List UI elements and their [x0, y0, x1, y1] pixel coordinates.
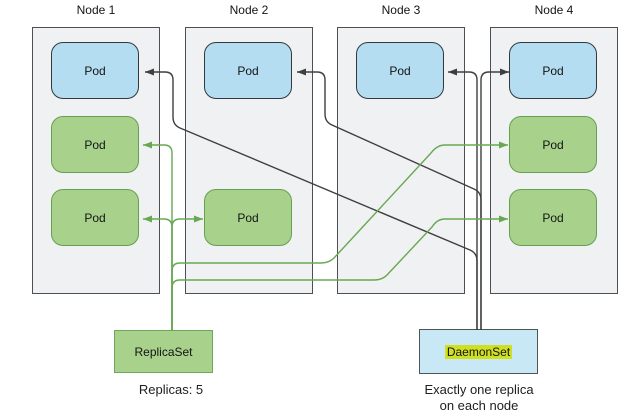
node1-daemonset-pod: Pod [51, 42, 139, 99]
daemonset-caption: Exactly one replica on each node [414, 382, 544, 414]
node3-daemonset-pod: Pod [356, 42, 444, 99]
node4-replica-pod-1: Pod [509, 116, 597, 173]
node2-daemonset-pod: Pod [204, 42, 292, 99]
replicaset-label: ReplicaSet [134, 344, 193, 359]
replicaset-caption: Replicas: 5 [138, 382, 204, 397]
node1-box: Pod Pod Pod [32, 27, 160, 294]
node1-replica-pod-2: Pod [51, 189, 139, 246]
node1-replica-pod-1: Pod [51, 116, 139, 173]
node2-box: Pod Pod [185, 27, 313, 294]
node1-label: Node 1 [76, 3, 116, 17]
node3-box: Pod [337, 27, 465, 294]
node4-box: Pod Pod Pod [490, 27, 618, 294]
node3-label: Node 3 [381, 3, 421, 17]
node4-daemonset-pod: Pod [509, 42, 597, 99]
daemonset-label: DaemonSet [444, 344, 513, 359]
daemonset-caption-line2: on each node [439, 398, 519, 413]
daemonset-caption-line1: Exactly one replica [424, 382, 534, 397]
replicaset-box: ReplicaSet [114, 330, 213, 373]
node4-label: Node 4 [534, 3, 574, 17]
node2-replica-pod: Pod [204, 189, 292, 246]
node2-label: Node 2 [229, 3, 269, 17]
node4-replica-pod-2: Pod [509, 189, 597, 246]
daemonset-box: DaemonSet [419, 329, 538, 374]
